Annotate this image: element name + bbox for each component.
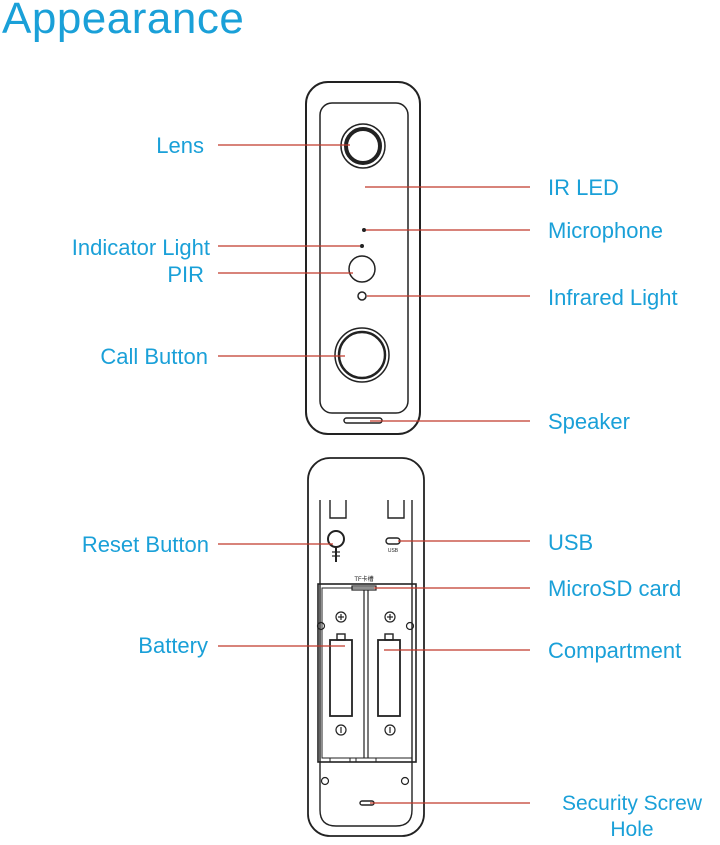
- label-lens: Lens: [156, 133, 204, 158]
- label-security-screw-line1: Security Screw: [561, 792, 703, 815]
- label-security-screw-hole: Security Screw Hole: [544, 791, 720, 843]
- label-pir: PIR: [167, 262, 204, 287]
- label-ir-led: IR LED: [548, 175, 619, 200]
- label-security-screw-line2: Hole: [610, 818, 654, 841]
- battery-compartment: [317, 583, 417, 763]
- label-microphone: Microphone: [548, 218, 663, 243]
- microphone-dot: [362, 228, 366, 232]
- front-view: [305, 81, 421, 435]
- front-face-plate: [319, 102, 409, 414]
- pir-icon: [348, 255, 376, 283]
- label-speaker: Speaker: [548, 409, 630, 434]
- label-battery: Battery: [138, 633, 208, 658]
- usb-marking: USB: [388, 548, 399, 554]
- battery-right: [377, 639, 401, 717]
- usb-port: [385, 537, 401, 545]
- lens-icon: [340, 123, 386, 169]
- battery-left: [329, 639, 353, 717]
- back-housing: [307, 457, 425, 837]
- leader-lines: [218, 144, 530, 804]
- label-reset-button: Reset Button: [81, 532, 209, 557]
- label-usb: USB: [548, 530, 594, 555]
- label-compartment: Compartment: [548, 638, 682, 663]
- label-call-button: Call Button: [100, 344, 208, 369]
- label-indicator-light: Indicator Light: [71, 235, 210, 260]
- indicator-light-dot: [360, 244, 364, 248]
- label-infrared-light: Infrared Light: [548, 285, 678, 310]
- infrared-light-icon: [357, 291, 367, 301]
- tf-marking: TF卡槽: [354, 575, 373, 583]
- back-view: [307, 457, 425, 837]
- page-title: Appearance: [2, 0, 245, 43]
- front-housing: [305, 81, 421, 435]
- label-microsd-card: MicroSD card: [548, 576, 682, 601]
- call-button-icon: [334, 327, 390, 383]
